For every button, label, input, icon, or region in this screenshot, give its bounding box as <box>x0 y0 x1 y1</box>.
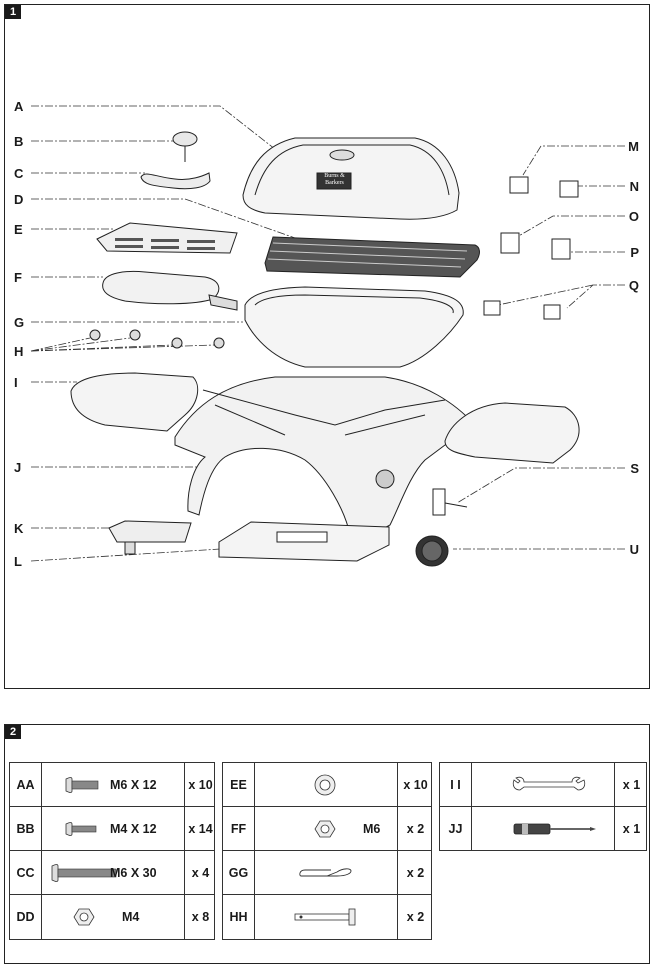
label-f: F <box>14 270 22 285</box>
label-a: A <box>14 99 24 114</box>
part-qty: x 4 <box>184 851 216 894</box>
hex-nut-icon <box>73 908 95 926</box>
label-n: N <box>629 179 639 194</box>
part-code: JJ <box>440 807 472 851</box>
label-u: U <box>629 542 639 557</box>
hex-nut-icon <box>314 820 336 837</box>
label-d: D <box>14 192 24 207</box>
part-spec: M6 <box>363 821 381 836</box>
part-qty: x 1 <box>614 807 648 851</box>
part-qty: x 2 <box>397 895 433 939</box>
part-qty: x 10 <box>397 763 433 806</box>
part-qty: x 2 <box>397 807 433 850</box>
part-code: I I <box>440 763 472 806</box>
carriage-bolt-icon <box>65 776 99 793</box>
part-spec: M4 X 12 <box>110 821 157 836</box>
hardware-table-1: AA M6 X 12 x 10 BB M4 X 12 x 14 CC <box>9 762 215 940</box>
part-qty: x 1 <box>614 763 648 806</box>
label-e: E <box>14 222 23 237</box>
lid-logo: Burns & Barkers <box>324 173 345 186</box>
label-l: L <box>14 554 22 569</box>
label-m: M <box>628 139 639 154</box>
panel-number: 2 <box>5 725 21 739</box>
part-qty: x 10 <box>184 763 216 806</box>
label-j: J <box>14 460 22 475</box>
panel-number: 1 <box>5 5 21 19</box>
hardware-table-3: I I x 1 JJ x 1 <box>439 762 647 851</box>
label-s: S <box>630 461 639 476</box>
carriage-bolt-icon <box>65 821 97 836</box>
table-row: FF M6 x 2 <box>223 807 431 851</box>
table-row: EE x 10 <box>223 763 431 807</box>
table-row: CC M6 X 30 x 4 <box>10 851 214 895</box>
label-o: O <box>628 209 639 224</box>
hardware-panel: 2 AA M6 X 12 x 10 BB M4 X 12 x 14 <box>4 724 650 964</box>
part-qty: x 2 <box>397 851 433 894</box>
r-clip-icon <box>299 867 352 876</box>
wrench-icon <box>512 776 586 790</box>
table-row: I I x 1 <box>440 763 646 807</box>
part-code: FF <box>223 807 255 850</box>
table-row: HH x 2 <box>223 895 431 939</box>
part-spec: M6 X 12 <box>110 777 157 792</box>
label-c: C <box>14 166 24 181</box>
long-bolt-icon <box>51 863 117 882</box>
label-i: I <box>14 375 18 390</box>
part-spec: M4 <box>122 910 140 924</box>
exploded-view-panel: 1 <box>4 4 650 689</box>
table-row: DD M4 x 8 <box>10 895 214 939</box>
table-row: GG x 2 <box>223 851 431 895</box>
label-k: K <box>14 521 24 536</box>
part-code: DD <box>10 895 42 939</box>
part-code: GG <box>223 851 255 894</box>
part-spec: M6 X 30 <box>110 865 157 880</box>
clevis-pin-icon <box>294 908 356 926</box>
part-code: CC <box>10 851 42 894</box>
part-qty: x 14 <box>184 807 216 850</box>
part-code: EE <box>223 763 255 806</box>
part-code: BB <box>10 807 42 850</box>
table-row: AA M6 X 12 x 10 <box>10 763 214 807</box>
label-p: P <box>630 245 639 260</box>
screwdriver-icon <box>513 823 596 835</box>
exploded-diagram <box>30 105 625 567</box>
part-code: HH <box>223 895 255 939</box>
table-row: BB M4 X 12 x 14 <box>10 807 214 851</box>
part-qty: x 8 <box>184 895 216 939</box>
part-code: AA <box>10 763 42 806</box>
washer-icon <box>314 774 336 795</box>
label-h: H <box>14 344 24 359</box>
label-b: B <box>14 134 24 149</box>
table-row: JJ x 1 <box>440 807 646 851</box>
hardware-table-2: EE x 10 FF M6 x 2 GG <box>222 762 432 940</box>
label-g: G <box>14 315 25 330</box>
label-q: Q <box>628 278 639 293</box>
